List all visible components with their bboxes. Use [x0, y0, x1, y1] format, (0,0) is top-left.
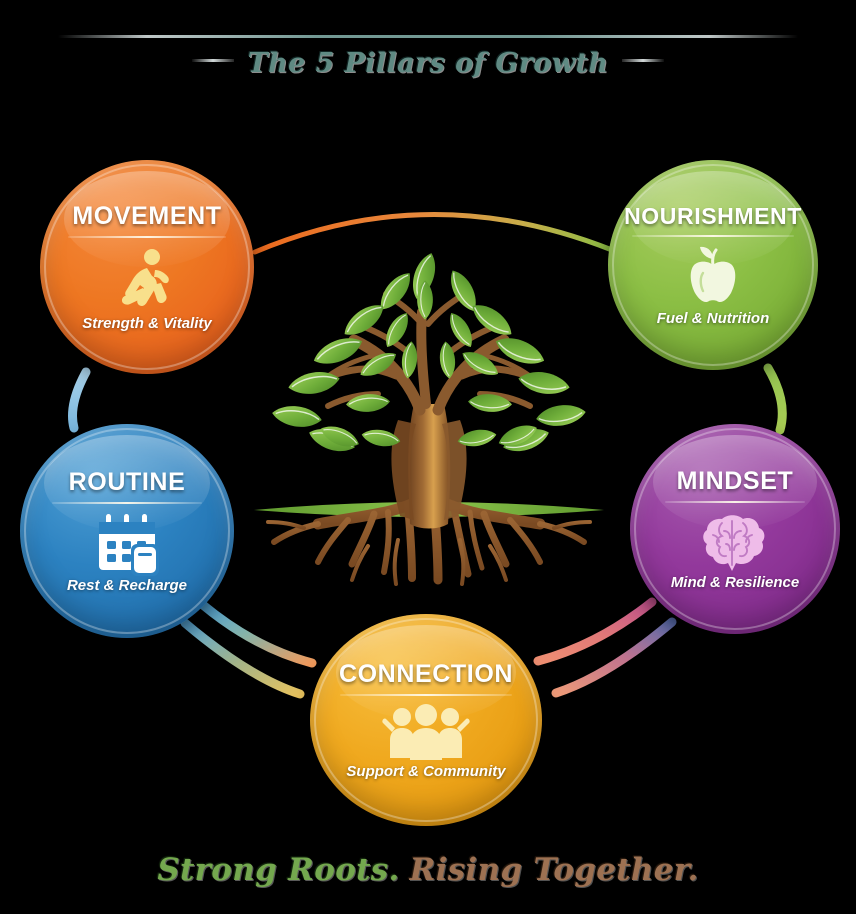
people-group-icon: [382, 702, 470, 764]
apple-icon: [679, 243, 747, 311]
connector-movement-routine: [68, 367, 91, 433]
pillar-title-rule: [340, 693, 512, 696]
header-divider: [58, 35, 798, 38]
pillar-movement-subtitle: Strength & Vitality: [82, 314, 212, 332]
pillar-routine-subtitle: Rest & Recharge: [66, 576, 188, 594]
pillar-mindset[interactable]: MINDSET: [630, 424, 840, 634]
pillar-connection[interactable]: CONNECTION: [310, 614, 542, 826]
pillar-nourishment[interactable]: NOURISHMENT Fuel & Nutrition: [608, 160, 818, 370]
page-title: The 5 Pillars of Growth: [0, 48, 856, 79]
pillar-connection-subtitle: Support & Community: [346, 762, 506, 780]
pillar-routine-title: ROUTINE: [68, 467, 186, 496]
calendar-icon: [91, 510, 163, 578]
pillar-mindset-title: MINDSET: [676, 466, 794, 495]
tagline-part-green: Strong Roots.: [157, 852, 400, 888]
pillar-title-rule: [68, 235, 226, 238]
pillar-mindset-subtitle: Mind & Resilience: [670, 573, 800, 591]
tree-with-roots-icon: [254, 249, 604, 586]
page-title-text: The 5 Pillars of Growth: [247, 48, 609, 79]
pillar-connection-title: CONNECTION: [338, 659, 514, 688]
pillar-routine[interactable]: ROUTINE: [20, 424, 234, 638]
connector-nourishment-mindset: [763, 363, 787, 435]
title-dash-right-icon: [622, 59, 665, 62]
pillar-title-rule: [52, 501, 202, 504]
tagline-part-brown: Rising Together.: [409, 852, 699, 888]
title-dash-left-icon: [191, 59, 234, 62]
tagline: Strong Roots.Rising Together.: [0, 852, 856, 888]
brain-icon: [700, 509, 770, 575]
pillar-movement[interactable]: MOVEMENT Strength & Vitality: [40, 160, 254, 374]
pillar-movement-title: MOVEMENT: [72, 201, 222, 230]
pillar-nourishment-subtitle: Fuel & Nutrition: [656, 309, 770, 327]
pillar-title-rule: [665, 500, 805, 503]
pillar-title-rule: [632, 234, 794, 237]
running-person-icon: [111, 244, 183, 316]
pillar-nourishment-title: NOURISHMENT: [624, 202, 802, 229]
